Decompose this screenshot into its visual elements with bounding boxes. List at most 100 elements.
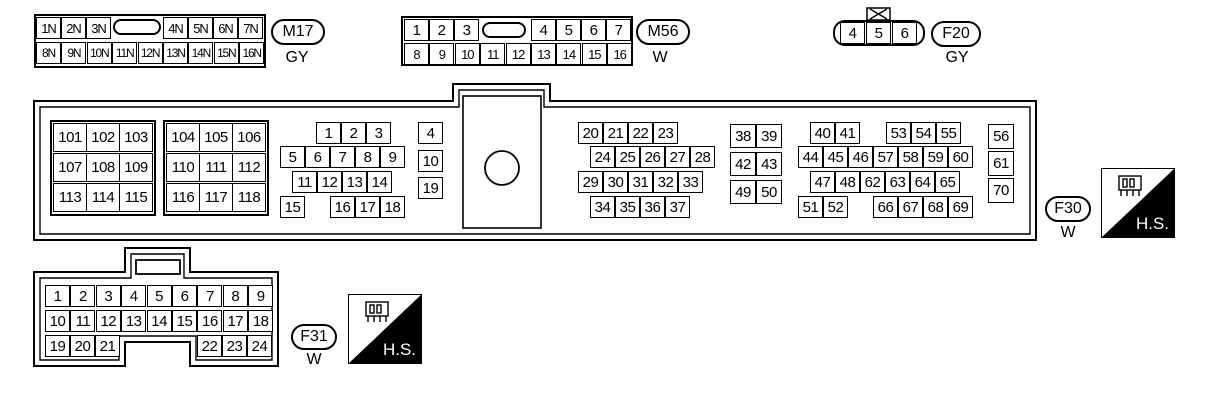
pin-block-frame <box>50 120 156 216</box>
connector-pin: 19 <box>418 177 443 199</box>
connector-pin: 8 <box>222 285 248 307</box>
connector-pin: 57 <box>873 146 898 168</box>
connector-pin: 4 <box>121 285 147 307</box>
harness-side-label: H.S. <box>1135 214 1169 233</box>
connector-pin: 6 <box>581 19 606 41</box>
connector-pin: 18 <box>248 310 274 332</box>
connector-pin: 13 <box>531 43 556 65</box>
connector-pin: 22 <box>197 335 222 357</box>
connector-pin: 23 <box>653 122 678 144</box>
connector-pin: 60 <box>948 146 973 168</box>
connector-pin: 54 <box>911 122 936 144</box>
connector-pin: 51 <box>798 196 823 218</box>
connector-pin: 10N <box>86 42 112 64</box>
connector-pin: 68 <box>923 196 948 218</box>
connector-pin: 102 <box>86 123 120 152</box>
connector-pin: 5 <box>280 146 305 168</box>
wire-color-label: W <box>306 351 322 368</box>
connector-pin: 36 <box>640 196 665 218</box>
connector-pin: 10 <box>454 43 480 65</box>
connector-pin: 1 <box>316 122 341 144</box>
connector-pin: 11 <box>292 171 317 193</box>
connector-pin: 2 <box>429 19 454 41</box>
connector-pin: 5 <box>556 19 581 41</box>
connector-pin: 56 <box>988 124 1014 149</box>
connector-pin: 38 <box>730 124 756 148</box>
wire-color-label: GY <box>945 49 969 66</box>
connector-pin: 3 <box>95 285 121 307</box>
connector-pin: 23 <box>222 335 247 357</box>
connector-pin: 39 <box>756 124 782 148</box>
connector-id-label: M17 <box>271 19 325 45</box>
connector-pin: 64 <box>910 171 935 193</box>
connector-pin: 59 <box>923 146 948 168</box>
connector-pin: 40 <box>810 122 835 144</box>
connector-pin: 32 <box>653 171 678 193</box>
harness-side-icon <box>348 294 422 364</box>
connector-pin: 110 <box>166 153 200 182</box>
connector-pin: 7 <box>330 146 355 168</box>
connector-pin: 6 <box>172 285 197 307</box>
connector-pin: 101 <box>53 123 87 152</box>
connector-lock-tab <box>113 19 161 35</box>
connector-pin: 10 <box>418 150 443 172</box>
connector-pin: 9 <box>429 43 455 65</box>
connector-pin: 106 <box>232 123 266 152</box>
connector-pin: 63 <box>885 171 910 193</box>
wire-color-label: GY <box>285 49 309 66</box>
connector-pin: 8 <box>355 146 380 168</box>
connector-pin: 112 <box>232 153 266 182</box>
connector-pin: 104 <box>166 123 200 152</box>
connector-pin: 52 <box>823 196 848 218</box>
connector-pin: 3 <box>454 19 479 41</box>
connector-pin: 1N <box>36 17 61 39</box>
connector-pin: 34 <box>590 196 615 218</box>
connector-pin: 16N <box>239 42 265 64</box>
connector-pin: 16 <box>330 196 355 218</box>
connector-pin: 13 <box>121 310 147 332</box>
connector-pin: 115 <box>119 183 153 212</box>
connector-pin: 107 <box>53 153 87 182</box>
connector-pin: 117 <box>199 183 233 212</box>
connector-pin: 62 <box>860 171 885 193</box>
connector-pin: 21 <box>95 335 120 357</box>
connector-pin: 15N <box>213 42 239 64</box>
connector-pin: 67 <box>898 196 923 218</box>
connector-pin: 12 <box>95 310 121 332</box>
connector-pin: 53 <box>886 122 911 144</box>
connector-pin: 103 <box>119 123 153 152</box>
connector-pin: 1 <box>404 19 429 41</box>
connector-pin: 9N <box>61 42 87 64</box>
connector-pin: 114 <box>86 183 120 212</box>
connector-pin: 9 <box>248 285 274 307</box>
connector-pin: 20 <box>70 335 95 357</box>
connector-pin: 46 <box>848 146 873 168</box>
connector-pin: 116 <box>166 183 200 212</box>
connector-pin: 27 <box>665 146 690 168</box>
connector-pin: 7 <box>197 285 223 307</box>
connector-id-label: F30 <box>1045 196 1091 222</box>
connector-pin: 6 <box>892 22 917 44</box>
connector-id-label: F20 <box>931 21 981 47</box>
connector-pin: 41 <box>835 122 860 144</box>
connector-pin: 66 <box>873 196 898 218</box>
connector-pin: 7 <box>606 19 631 41</box>
connector-pin: 65 <box>935 171 960 193</box>
connector-pin: 113 <box>53 183 87 212</box>
connector-pin: 4 <box>840 22 865 44</box>
connector-pin: 111 <box>199 153 233 182</box>
connector-id-label: F31 <box>291 324 337 350</box>
connector-pin: 109 <box>119 153 153 182</box>
connector-pin: 5N <box>188 17 213 39</box>
connector-pin: 15 <box>172 310 197 332</box>
connector-pin: 70 <box>988 178 1014 203</box>
connector-pin: 43 <box>756 152 782 176</box>
connector-pin: 12N <box>137 42 163 64</box>
wire-color-label: W <box>1060 224 1076 241</box>
connector-pin: 14 <box>146 310 172 332</box>
connector-pin: 16 <box>607 43 633 65</box>
connector-pin: 17 <box>222 310 248 332</box>
connector-pin: 7N <box>238 17 263 39</box>
connector-pin: 16 <box>197 310 223 332</box>
